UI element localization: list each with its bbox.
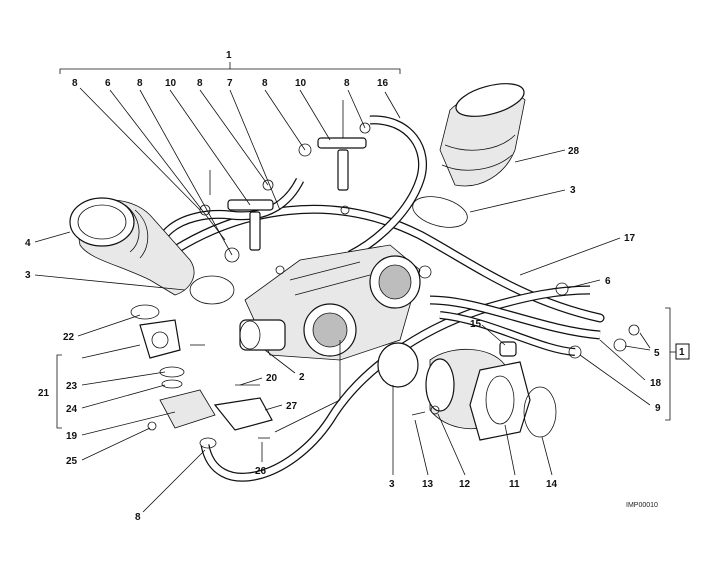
label-2: 2	[299, 372, 305, 383]
label-3: 3	[570, 185, 576, 196]
intake-boot-4	[69, 197, 195, 296]
label-27: 27	[286, 401, 298, 412]
part-labels: 1 8 6 8 10 8 7 8 10 8 16 28 3 17 4 3 6 2…	[25, 50, 685, 523]
drawing-code: IMP00010	[626, 502, 658, 509]
label-28: 28	[568, 146, 580, 157]
label-23: 23	[66, 381, 78, 392]
clamp-ring-3-top	[412, 196, 468, 228]
cap-5a	[628, 324, 640, 336]
group-21-bracket	[56, 354, 62, 429]
label-26: 26	[255, 466, 267, 477]
hose-16	[347, 115, 428, 260]
label-14: 14	[546, 479, 558, 490]
label-3: 3	[389, 479, 395, 490]
label-25: 25	[66, 456, 78, 467]
label-8: 8	[72, 78, 78, 89]
label-13: 13	[422, 479, 434, 490]
label-24: 24	[66, 404, 78, 415]
label-16: 16	[377, 78, 389, 89]
label-21: 21	[38, 388, 50, 399]
label-8: 8	[137, 78, 143, 89]
label-10: 10	[295, 78, 307, 89]
group-1-bracket	[59, 68, 401, 74]
label-11: 11	[509, 479, 520, 490]
label-12: 12	[459, 479, 471, 490]
label-22: 22	[63, 332, 75, 343]
bracket-27	[213, 397, 273, 431]
label-15: 15	[470, 319, 482, 330]
group-1-box	[675, 343, 690, 360]
fuel-rail-assembly	[199, 100, 371, 275]
label-7: 7	[227, 78, 233, 89]
clamp-ring-3-mid	[377, 342, 419, 388]
label-20: 20	[266, 373, 278, 384]
label-17: 17	[624, 233, 636, 244]
o-ring-22	[130, 304, 160, 320]
label-3: 3	[25, 270, 31, 281]
label-8: 8	[135, 512, 141, 523]
label-19: 19	[66, 431, 78, 442]
clamp-ring-3-left	[189, 275, 235, 305]
hose-18-9	[429, 295, 601, 356]
label-1-boxed: 1	[679, 347, 685, 358]
label-1: 1	[226, 50, 232, 61]
label-10: 10	[165, 78, 177, 89]
label-8: 8	[262, 78, 268, 89]
cap-6	[555, 282, 569, 296]
label-6: 6	[105, 78, 111, 89]
cap-9	[568, 345, 582, 359]
nut-15	[499, 341, 517, 357]
label-8: 8	[197, 78, 203, 89]
hose-lower	[200, 285, 591, 482]
throttle-body-assembly	[239, 244, 432, 361]
gasket-14	[523, 386, 557, 438]
leader-lines	[34, 87, 651, 513]
label-5: 5	[654, 348, 660, 359]
label-18: 18	[650, 378, 662, 389]
cap-5b	[613, 338, 627, 352]
group-1-right-bracket	[665, 307, 671, 421]
pressure-regulator	[139, 319, 216, 431]
label-6: 6	[605, 276, 611, 287]
clamp-8-bottom	[199, 437, 217, 449]
intake-boot-28	[439, 83, 526, 187]
label-4: 4	[25, 238, 31, 249]
manifold-11	[425, 348, 531, 441]
label-8: 8	[344, 78, 350, 89]
label-9: 9	[655, 403, 661, 414]
